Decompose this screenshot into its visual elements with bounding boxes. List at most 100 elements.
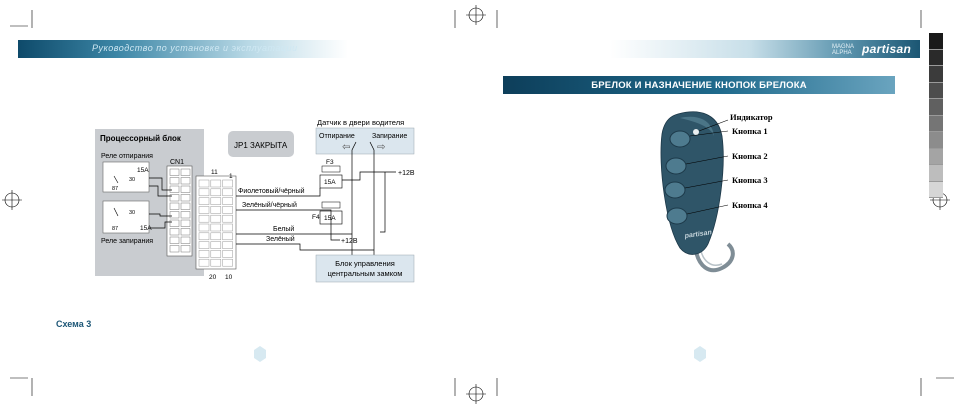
connector-pin	[198, 258, 210, 267]
pin-1-label: 1	[229, 173, 233, 180]
sensor-lock-label: Запирание	[372, 133, 407, 140]
page-number-right	[694, 346, 706, 362]
indicator-led	[693, 129, 699, 135]
connector-pin	[169, 219, 180, 227]
connector-pin	[210, 214, 222, 223]
label-button-1: Кнопка 1	[732, 126, 768, 136]
connector-pin	[222, 214, 233, 223]
right-header-band	[610, 40, 920, 58]
button-3[interactable]	[664, 181, 686, 199]
connector-pin	[210, 241, 222, 249]
plus12-bottom: +12В	[341, 238, 358, 245]
connector-pin	[169, 245, 180, 253]
button-1[interactable]	[669, 130, 691, 148]
connector-pin	[222, 197, 233, 205]
connector-pin	[222, 223, 233, 232]
sensor-title: Датчик в двери водителя	[317, 118, 404, 127]
connector-pin	[180, 177, 191, 185]
connector-pin	[180, 245, 191, 253]
connector-pin	[180, 202, 191, 210]
connector-pin	[210, 258, 222, 267]
fuse-f4-value: 15A	[324, 215, 336, 222]
connector-pin	[198, 206, 210, 214]
sensor-unlock-label: Отпирание	[319, 133, 355, 140]
processor-block-label: Процессорный блок	[100, 134, 182, 143]
brand-logo: partisan	[862, 42, 912, 56]
connector-pin	[210, 197, 222, 205]
fuse-f3-top	[321, 165, 341, 173]
jumper-box	[228, 131, 294, 157]
control-unit-line2: центральным замком	[328, 269, 403, 278]
connector-pin	[210, 179, 222, 188]
relay-lock-pin-30: 30	[129, 210, 135, 216]
connector-pin	[180, 185, 191, 193]
connector-pin	[222, 188, 233, 197]
label-button-2: Кнопка 2	[732, 151, 768, 161]
connector-pin	[180, 236, 191, 244]
connector-pin	[198, 232, 210, 241]
control-unit-line1: Блок управления	[335, 259, 395, 268]
button-4[interactable]	[666, 207, 688, 225]
connector-label: CN1	[170, 159, 184, 166]
connector-pin	[169, 194, 180, 202]
fuse-f3-label: F3	[326, 159, 334, 166]
connector-pin	[210, 188, 222, 197]
connector-pin	[180, 211, 191, 219]
key-ring	[693, 242, 735, 273]
color-calibration-strip	[929, 33, 943, 198]
fuse-f4-top	[321, 201, 341, 209]
arrow-left-icon: ⇦	[342, 142, 350, 153]
connector-pin	[222, 250, 233, 258]
connector-pin	[169, 185, 180, 193]
connector-pin	[198, 197, 210, 205]
connector-pin	[180, 168, 191, 176]
connector-pin	[210, 223, 222, 232]
fuse-f4-label: F4	[312, 214, 320, 221]
relay-lock	[102, 200, 150, 234]
wire-green-label: Зелёный	[266, 235, 295, 243]
connector-pin	[169, 177, 180, 185]
connector-pin	[169, 236, 180, 244]
label-indicator: Индикатор	[730, 112, 773, 122]
connector-pin	[210, 206, 222, 214]
connector-pin	[198, 241, 210, 249]
connector-pin	[169, 211, 180, 219]
connector-pin	[169, 228, 180, 236]
registration-marks	[2, 5, 954, 404]
connector-pin	[198, 179, 210, 188]
relay-unlock-fuse: 15A	[137, 167, 149, 174]
schema-label: Схема 3	[56, 319, 92, 329]
connector-pin	[222, 258, 233, 267]
connector-pin	[198, 223, 210, 232]
connector-pin	[169, 168, 180, 176]
fuse-f3	[319, 174, 343, 189]
connector-pin	[222, 232, 233, 241]
connector-pin	[222, 241, 233, 249]
relay-unlock-pin-30: 30	[129, 177, 135, 183]
pin-10-label: 10	[225, 274, 233, 281]
relay-unlock	[102, 161, 150, 193]
connector-pin	[198, 214, 210, 223]
page-title: БРЕЛОК И НАЗНАЧЕНИЕ КНОПОК БРЕЛОКА	[591, 80, 807, 91]
pin-20-label: 20	[209, 274, 217, 281]
connector-pin	[222, 206, 233, 214]
connector-pin	[210, 232, 222, 241]
title-bar	[503, 76, 895, 94]
relay-lock-fuse: 15A	[140, 225, 152, 232]
connector-pin	[180, 228, 191, 236]
sensor-box	[315, 127, 415, 155]
connector-pin	[180, 194, 191, 202]
left-header-band	[18, 40, 348, 58]
page-number-left	[254, 346, 266, 362]
plus12-top: +12В	[398, 170, 415, 177]
connector-pin	[169, 202, 180, 210]
key-fob: partisan	[660, 111, 735, 273]
jumper-label: JP1 ЗАКРЫТА	[234, 141, 288, 150]
button-2[interactable]	[665, 157, 687, 175]
wire-violet-label: Фиолетовый/чёрный	[238, 187, 305, 195]
fob-brand: partisan	[683, 229, 712, 240]
arrow-right-icon: ⇨	[377, 142, 385, 153]
wire-green-black-label: Зелёный/чёрный	[242, 201, 297, 209]
control-unit-box	[315, 254, 415, 283]
